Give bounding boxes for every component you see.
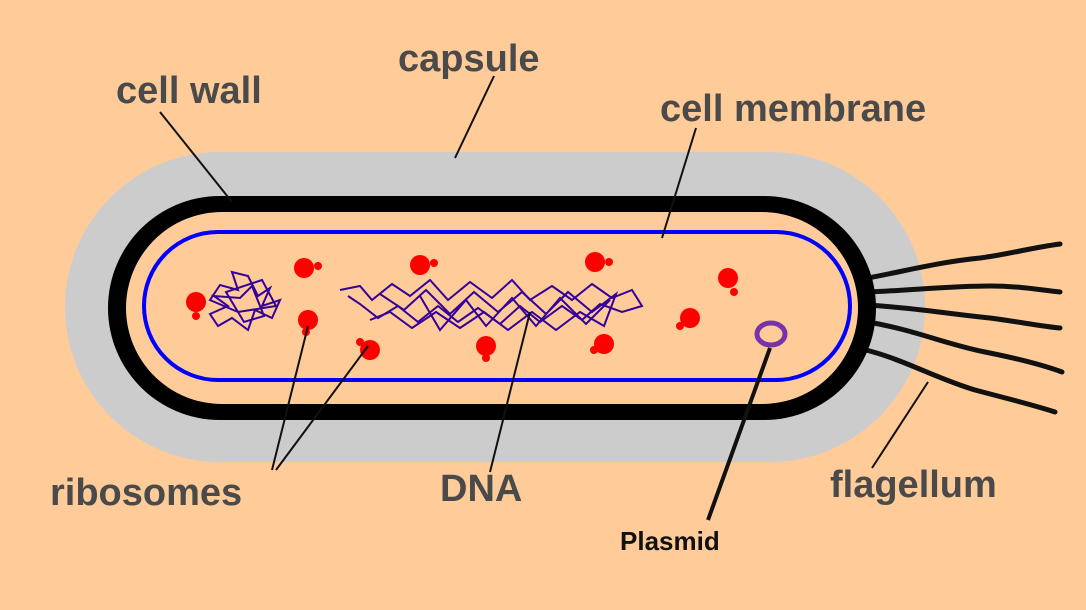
label-ribosomes: ribosomes [50,472,243,514]
cell-membrane-layer [142,230,852,382]
dna-strand-left [208,270,282,332]
ribosome-pointer-1 [271,325,309,471]
label-flagellum: flagellum [830,464,997,506]
label-dna: DNA [440,468,523,510]
cell-wall-pointer [159,111,233,203]
capsule-pointer [454,75,495,159]
pointer-lines [159,75,929,473]
dna-strand-main [339,278,644,326]
label-cell-membrane: cell membrane [660,88,927,130]
label-cell-wall: cell wall [116,70,262,112]
ribosomes [186,252,738,362]
plasmid-pointer [706,347,772,521]
cell-membrane-pointer [661,127,697,239]
ribosome-pointer-2 [275,345,369,471]
flagella [863,241,1065,415]
label-capsule: capsule [398,38,540,80]
flagellum-pointer [871,381,929,469]
dna-strand-main-loops [369,288,619,332]
label-plasmid: Plasmid [620,526,720,556]
plasmid [754,320,788,348]
dna-pointer [489,311,531,473]
